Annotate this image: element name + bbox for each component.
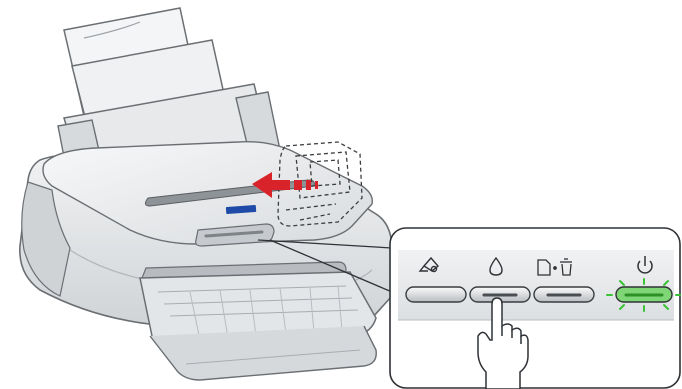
control-panel-callout <box>390 228 680 388</box>
power-button[interactable] <box>616 287 672 302</box>
output-tray <box>140 272 376 380</box>
maintenance-button[interactable] <box>406 287 466 302</box>
paper-button[interactable] <box>534 287 594 302</box>
